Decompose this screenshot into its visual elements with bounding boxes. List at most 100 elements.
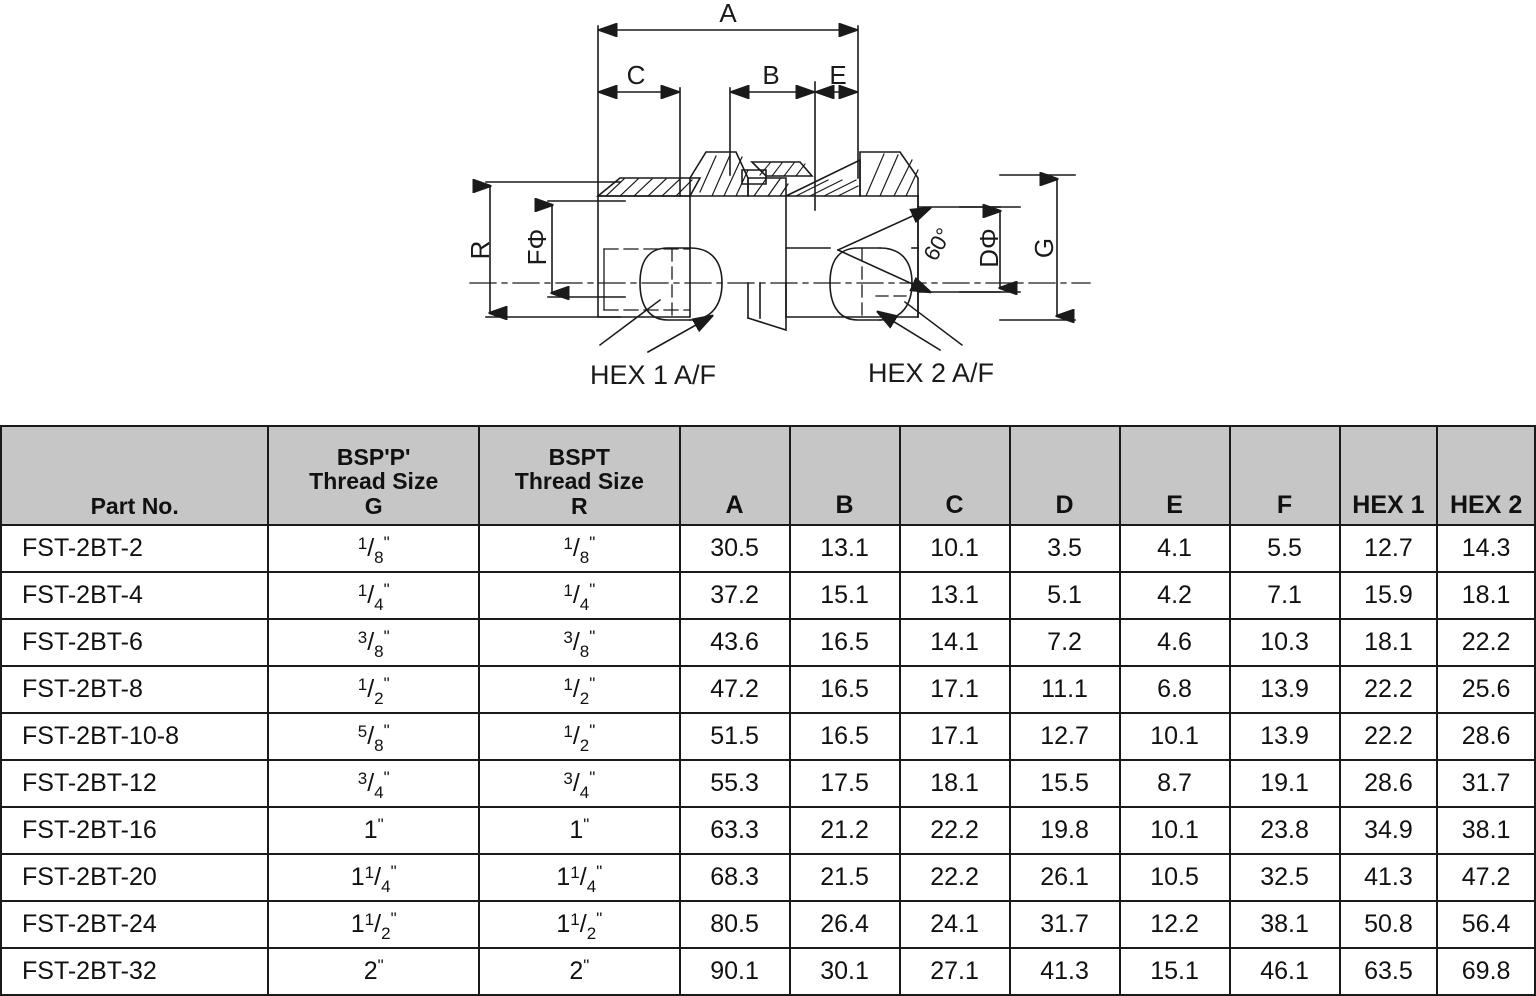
column-header-a: A <box>678 425 791 526</box>
cell-a: 55.3 <box>678 759 791 808</box>
cell-hex2: 28.6 <box>1436 712 1536 761</box>
cell-b: 16.5 <box>788 665 901 714</box>
cell-b: 15.1 <box>788 571 901 620</box>
cell-e: 4.6 <box>1118 618 1231 667</box>
cell-b: 30.1 <box>788 947 901 996</box>
cell-thread-r: 1/2" <box>478 665 681 714</box>
bspp-line3: G <box>364 493 383 520</box>
dimension-label-c: C <box>627 60 646 90</box>
hex2-callout: HEX 2 A/F <box>868 358 994 388</box>
column-header-c: C <box>898 425 1011 526</box>
cell-d: 3.5 <box>1008 524 1121 573</box>
cell-f: 10.3 <box>1228 618 1341 667</box>
cell-part-no: FST-2BT-16 <box>0 806 270 855</box>
cell-c: 13.1 <box>898 571 1011 620</box>
column-header-d: D <box>1008 425 1121 526</box>
cell-thread-r: 11/4" <box>478 853 681 902</box>
cell-part-no: FST-2BT-2 <box>0 524 270 573</box>
dimension-label-e: E <box>829 60 846 90</box>
cell-b: 21.5 <box>788 853 901 902</box>
cell-a: 90.1 <box>678 947 791 996</box>
cell-e: 10.1 <box>1118 806 1231 855</box>
cell-thread-r: 3/4" <box>478 759 681 808</box>
column-header-e: E <box>1118 425 1231 526</box>
column-header-hex2: HEX 2 <box>1436 425 1536 526</box>
cell-thread-r: 11/2" <box>478 900 681 949</box>
bspp-line1: BSP'P' <box>336 443 411 470</box>
cell-thread-r: 2" <box>478 947 681 996</box>
dimension-label-f: FΦ <box>522 229 552 266</box>
cell-d: 11.1 <box>1008 665 1121 714</box>
cell-thread-r: 3/8" <box>478 618 681 667</box>
cell-hex1: 22.2 <box>1338 665 1439 714</box>
bspt-line3: R <box>571 493 588 520</box>
cell-a: 43.6 <box>678 618 791 667</box>
cell-hex1: 50.8 <box>1338 900 1439 949</box>
cell-thread-g: 1/2" <box>267 665 481 714</box>
cell-hex2: 69.8 <box>1436 947 1536 996</box>
cell-f: 5.5 <box>1228 524 1341 573</box>
cell-hex1: 12.7 <box>1338 524 1439 573</box>
cell-c: 22.2 <box>898 853 1011 902</box>
cell-e: 8.7 <box>1118 759 1231 808</box>
cell-f: 38.1 <box>1228 900 1341 949</box>
cell-c: 24.1 <box>898 900 1011 949</box>
cell-thread-g: 3/4" <box>267 759 481 808</box>
cell-hex2: 31.7 <box>1436 759 1536 808</box>
technical-drawing: A C B E R FΦ DΦ G 60° HEX 1 A/F HEX 2 A/… <box>0 0 1536 420</box>
cell-d: 7.2 <box>1008 618 1121 667</box>
specification-table-container: Part No. BSP'P' Thread Size G BSPT Threa… <box>0 425 1536 996</box>
cell-d: 12.7 <box>1008 712 1121 761</box>
dimension-label-g: G <box>1029 238 1059 258</box>
cell-thread-g: 1" <box>267 806 481 855</box>
cell-part-no: FST-2BT-12 <box>0 759 270 808</box>
cell-c: 27.1 <box>898 947 1011 996</box>
cell-c: 18.1 <box>898 759 1011 808</box>
angle-label-60: 60° <box>918 224 956 265</box>
cell-part-no: FST-2BT-4 <box>0 571 270 620</box>
cell-hex1: 34.9 <box>1338 806 1439 855</box>
cell-e: 15.1 <box>1118 947 1231 996</box>
cell-d: 41.3 <box>1008 947 1121 996</box>
cell-b: 26.4 <box>788 900 901 949</box>
cell-e: 6.8 <box>1118 665 1231 714</box>
cell-f: 13.9 <box>1228 712 1341 761</box>
cell-part-no: FST-2BT-32 <box>0 947 270 996</box>
cell-b: 21.2 <box>788 806 901 855</box>
cell-part-no: FST-2BT-8 <box>0 665 270 714</box>
cell-hex2: 25.6 <box>1436 665 1536 714</box>
cell-d: 19.8 <box>1008 806 1121 855</box>
cell-hex1: 18.1 <box>1338 618 1439 667</box>
cell-f: 32.5 <box>1228 853 1341 902</box>
cell-a: 80.5 <box>678 900 791 949</box>
cell-part-no: FST-2BT-20 <box>0 853 270 902</box>
cell-thread-g: 3/8" <box>267 618 481 667</box>
cell-c: 14.1 <box>898 618 1011 667</box>
cell-d: 15.5 <box>1008 759 1121 808</box>
dimension-label-b: B <box>762 60 779 90</box>
cell-c: 22.2 <box>898 806 1011 855</box>
cell-part-no: FST-2BT-10-8 <box>0 712 270 761</box>
cell-a: 37.2 <box>678 571 791 620</box>
column-header-bspp-thread-size: BSP'P' Thread Size G <box>267 425 481 526</box>
cell-thread-g: 11/4" <box>267 853 481 902</box>
cell-thread-g: 11/2" <box>267 900 481 949</box>
column-header-part-no: Part No. <box>0 425 270 526</box>
cell-hex1: 15.9 <box>1338 571 1439 620</box>
cell-a: 68.3 <box>678 853 791 902</box>
cell-hex2: 56.4 <box>1436 900 1536 949</box>
cell-thread-g: 1/8" <box>267 524 481 573</box>
cell-b: 17.5 <box>788 759 901 808</box>
cell-c: 10.1 <box>898 524 1011 573</box>
specification-table: Part No. BSP'P' Thread Size G BSPT Threa… <box>0 425 1536 996</box>
